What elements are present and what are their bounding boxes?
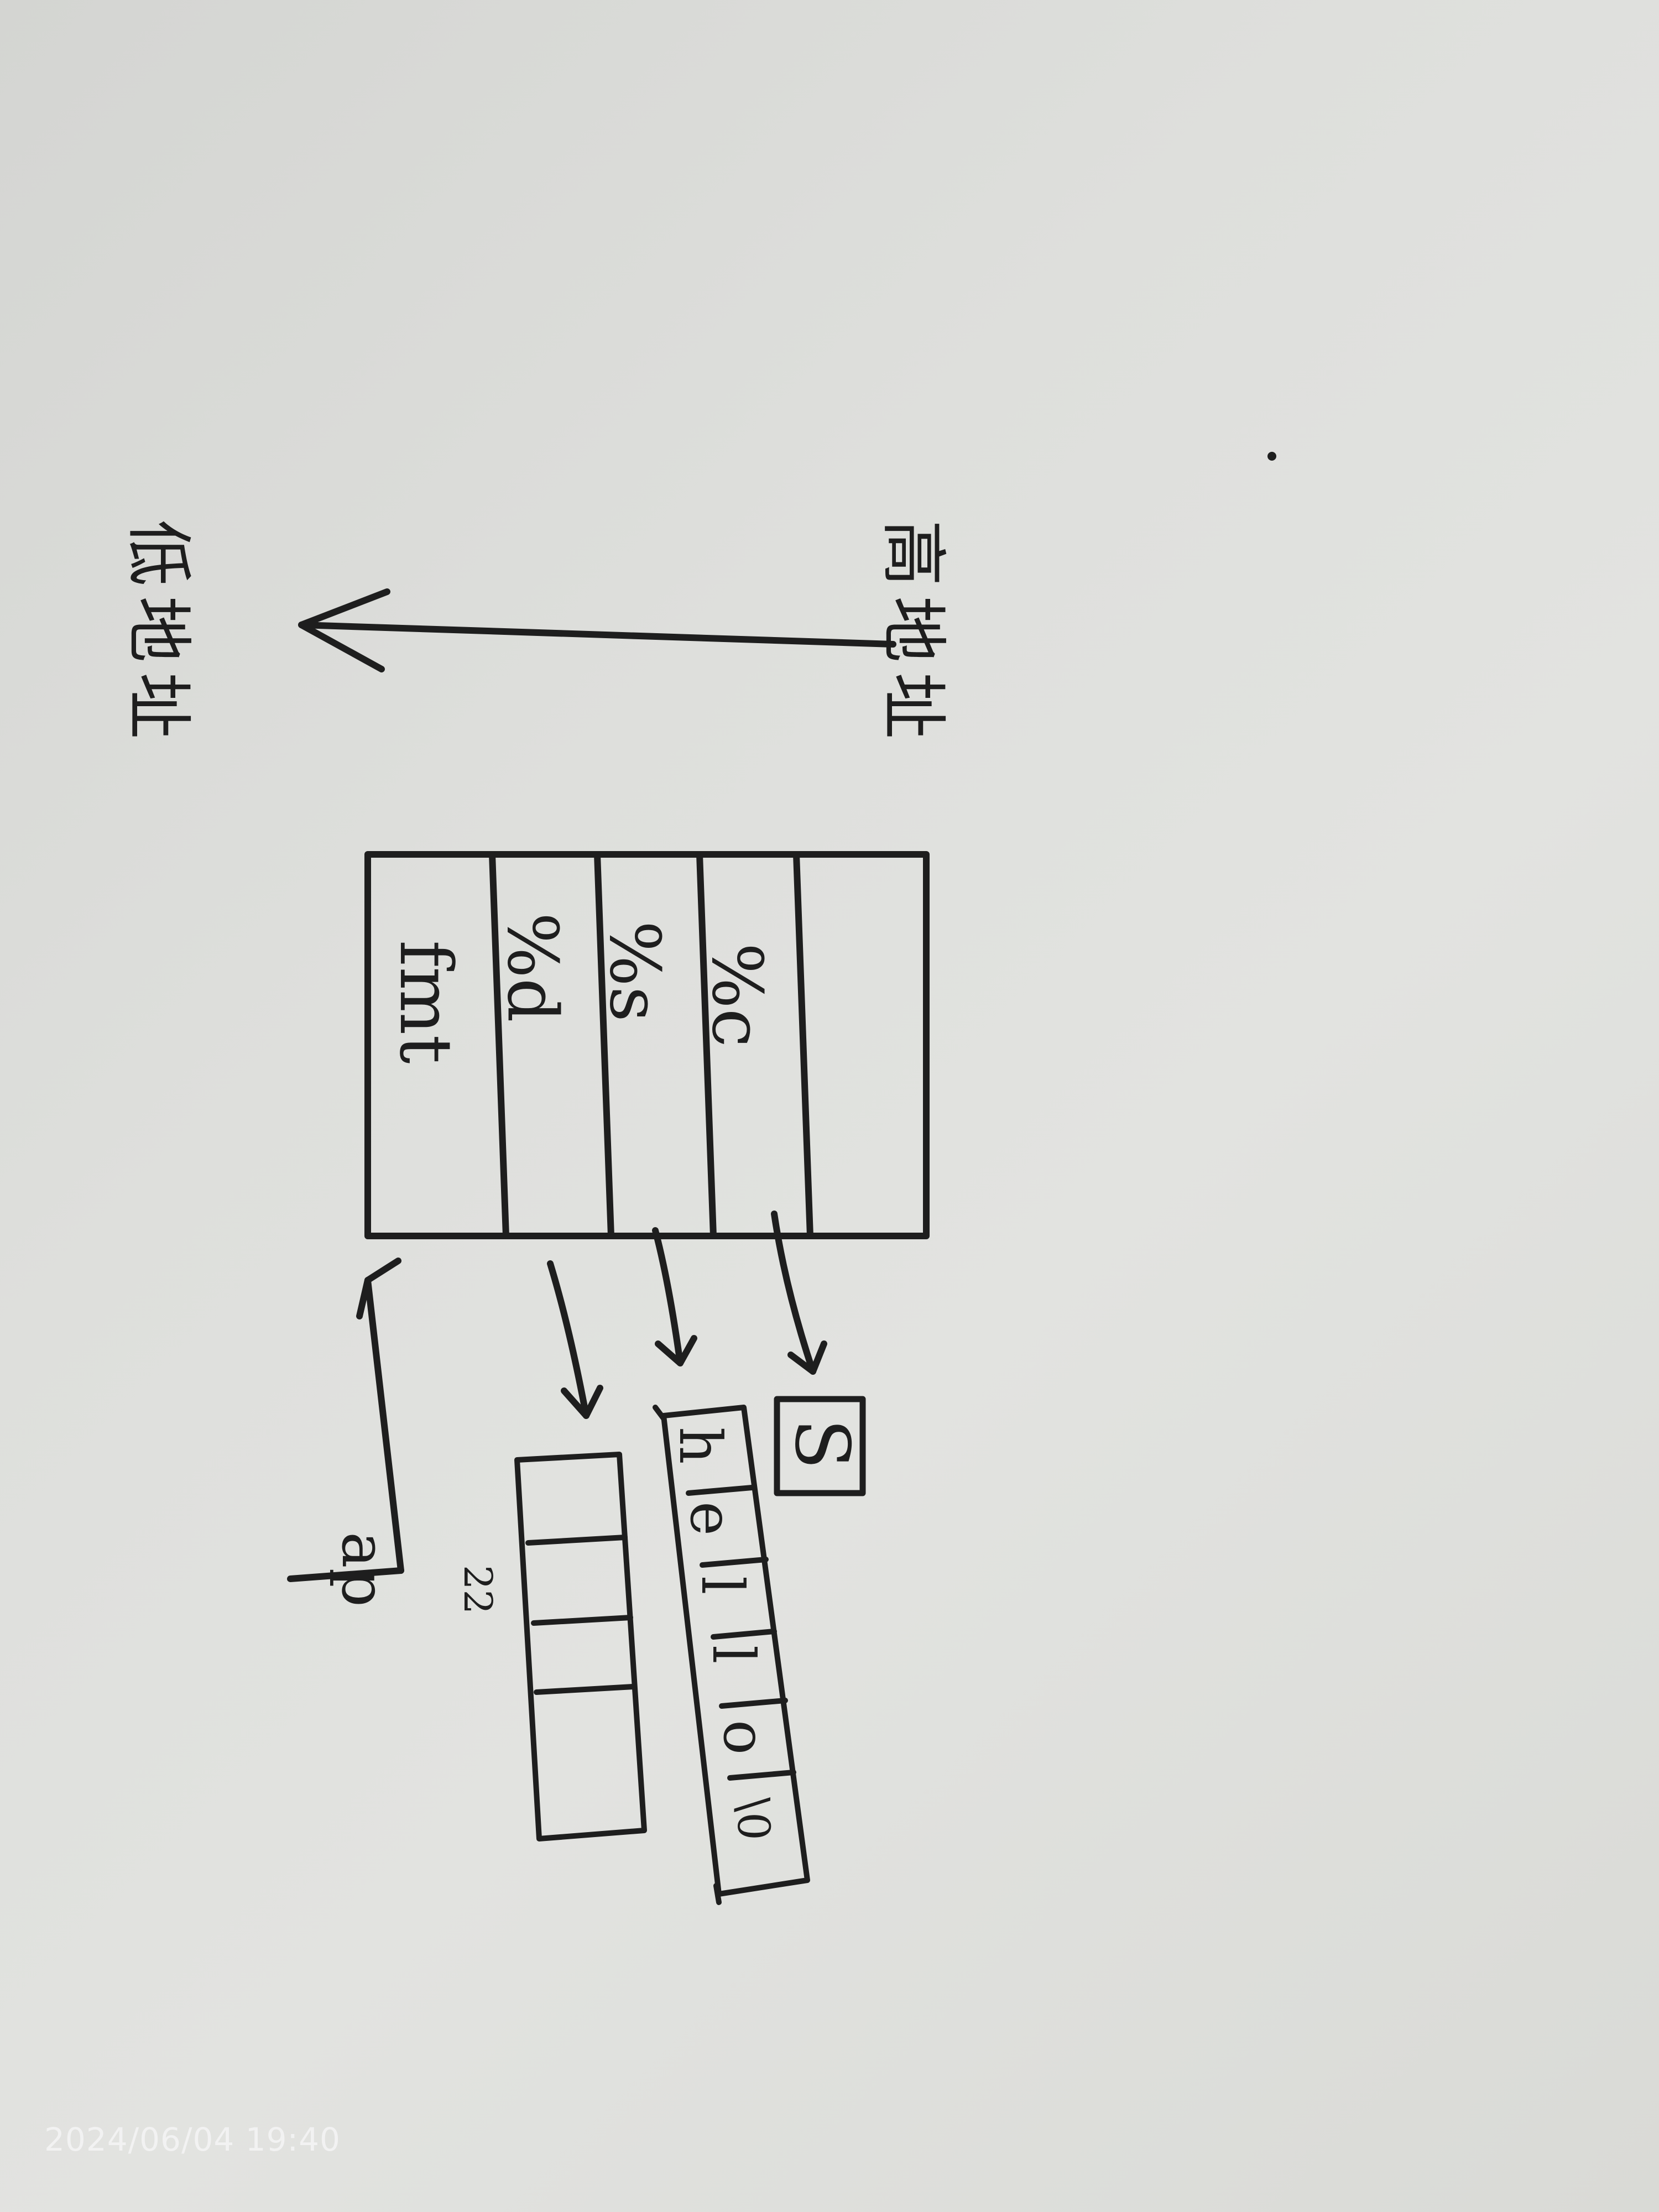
char-value: S xyxy=(779,1418,865,1469)
high-address-label: 高地址 xyxy=(874,520,951,749)
pointer-arrow-c xyxy=(771,1211,827,1375)
ink-speck xyxy=(1267,452,1276,461)
string-char-2: l xyxy=(688,1576,756,1595)
slot-divider xyxy=(793,851,813,1239)
char-box xyxy=(774,1396,866,1496)
ap-label: ap xyxy=(328,1532,399,1607)
string-cell-divider xyxy=(727,1770,796,1781)
stack-frame xyxy=(364,851,930,1239)
pointer-arrow-s xyxy=(652,1227,697,1366)
string-cell-divider xyxy=(700,1557,769,1568)
slot-divider xyxy=(594,851,614,1239)
string-cell-divider xyxy=(686,1485,755,1496)
pointer-arrow-d xyxy=(547,1260,603,1419)
stack-slot-str-format: %s xyxy=(594,921,675,1022)
low-address-label: 低地址 xyxy=(119,520,196,749)
int-cell-divider xyxy=(534,1684,636,1695)
string-char-1: e xyxy=(677,1501,745,1536)
stack-slot-fmt: fmt xyxy=(384,940,468,1064)
string-char-4: o xyxy=(711,1720,778,1755)
stack-slot-int-format: %d xyxy=(492,912,572,1022)
address-direction-arrow xyxy=(298,588,896,672)
stack-slot-char-format: %c xyxy=(697,943,777,1047)
string-array xyxy=(653,1405,810,1905)
int-array xyxy=(514,1452,647,1841)
int-cell-divider xyxy=(525,1535,628,1546)
ap-arrow xyxy=(287,1258,404,1582)
string-char-3: l xyxy=(700,1645,767,1664)
string-char-0: h xyxy=(666,1427,734,1464)
slot-divider xyxy=(489,851,509,1239)
int-cell-divider xyxy=(531,1615,633,1626)
string-char-5: \0 xyxy=(728,1797,779,1840)
string-cell-divider xyxy=(719,1698,788,1709)
slot-divider xyxy=(696,851,717,1239)
photo-timestamp: 2024/06/04 19:40 xyxy=(44,2121,341,2158)
string-cell-divider xyxy=(711,1629,777,1640)
int-array-label: 22 xyxy=(455,1565,500,1614)
